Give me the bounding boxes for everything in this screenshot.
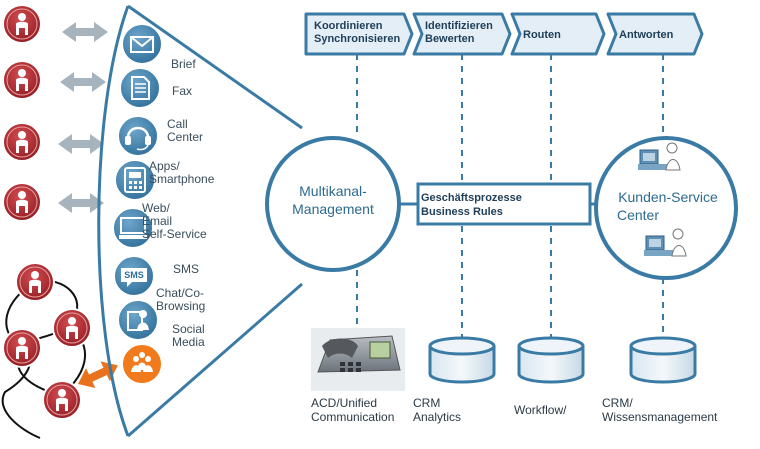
svg-text:SMS: SMS — [124, 270, 144, 280]
process-step-label: Identifizieren — [425, 20, 493, 32]
channel-label-brief: Brief — [171, 57, 196, 71]
network-line — [1, 281, 41, 439]
customer-person-icon — [15, 262, 55, 302]
double-arrow-icon — [58, 193, 104, 213]
agent-workstation-icon — [644, 228, 687, 257]
customer-group — [1, 4, 118, 439]
document-icon — [119, 67, 161, 109]
business-rules-box: Geschäftsprozesse Business Rules — [416, 182, 592, 226]
channel-label-sms: SMS — [173, 262, 199, 276]
process-step-arrow: Antworten — [606, 12, 704, 56]
customer-person-icon — [2, 60, 42, 100]
social-media-icon — [121, 343, 163, 385]
multikanal-label-line1: Multikanal- — [299, 183, 367, 199]
customer-person-icon — [2, 122, 42, 162]
business-rules-line1: Geschäftsprozesse — [421, 192, 522, 204]
multikanal-label-line2: Management — [292, 201, 374, 217]
customer-person-icon — [2, 4, 42, 44]
process-step-label: Koordinieren — [314, 20, 383, 32]
database-icon — [517, 336, 585, 384]
channel-label-apps: Apps/ — [149, 159, 180, 173]
process-step-label: Synchronisieren — [314, 33, 400, 45]
channel-label-web: Email — [142, 214, 172, 228]
computer-icon — [112, 207, 154, 249]
customer-person-icon — [42, 380, 82, 420]
process-step-label: Routen — [523, 29, 561, 41]
system-label: Wissensmanagement — [602, 410, 718, 424]
kundenservice-center: Kunden-Service Center — [594, 136, 738, 280]
chat-icon — [117, 299, 159, 341]
kundenservice-label-line1: Kunden-Service — [618, 189, 718, 205]
database-icon — [629, 336, 697, 384]
phone-icon — [114, 159, 156, 201]
double-arrow-icon — [62, 22, 108, 42]
headset-icon — [117, 115, 159, 157]
multikanal-management: Multikanal- Management — [265, 136, 401, 272]
kundenservice-label-line2: Center — [617, 207, 659, 223]
customer-person-icon — [52, 308, 92, 348]
double-arrow-icon — [60, 72, 106, 92]
customer-person-icon — [2, 328, 42, 368]
system-label: Communication — [311, 410, 394, 424]
business-rules-line2: Business Rules — [421, 206, 503, 218]
sms-icon: SMS — [113, 255, 155, 297]
system-label: CRM — [413, 396, 440, 410]
system-label: CRM/ — [602, 396, 633, 410]
channel-label-chat: Chat/Co- — [156, 286, 204, 300]
system-label: ACD/Unified — [311, 396, 377, 410]
dashed-connectors — [356, 54, 664, 338]
channel-label-social: Media — [172, 335, 205, 349]
channel-funnel — [97, 4, 303, 438]
double-arrow-icon — [58, 134, 104, 154]
channel-label-apps: Smartphone — [149, 172, 215, 186]
process-step-label: Antworten — [619, 29, 674, 41]
channel-label-chat: Browsing — [156, 299, 205, 313]
process-step-label: Bewerten — [425, 33, 475, 45]
channel-label-social: Social — [172, 322, 205, 336]
orange-double-arrow-icon — [78, 361, 118, 389]
acd-phone-image — [311, 328, 405, 391]
process-step-arrow: Routen — [510, 12, 606, 56]
database-icon — [428, 336, 496, 384]
channel-label-web: Self-Service — [142, 227, 207, 241]
channel-label-web: Web/ — [142, 201, 170, 215]
customer-person-icon — [2, 182, 42, 222]
system-label: Workflow/ — [514, 403, 567, 417]
agent-workstation-icon — [638, 142, 681, 171]
envelope-icon — [121, 23, 163, 65]
channel-label-fax: Fax — [172, 84, 192, 98]
system-label: Analytics — [413, 410, 461, 424]
channel-label-callcenter: Center — [167, 130, 203, 144]
channel-label-callcenter: Call — [167, 117, 188, 131]
